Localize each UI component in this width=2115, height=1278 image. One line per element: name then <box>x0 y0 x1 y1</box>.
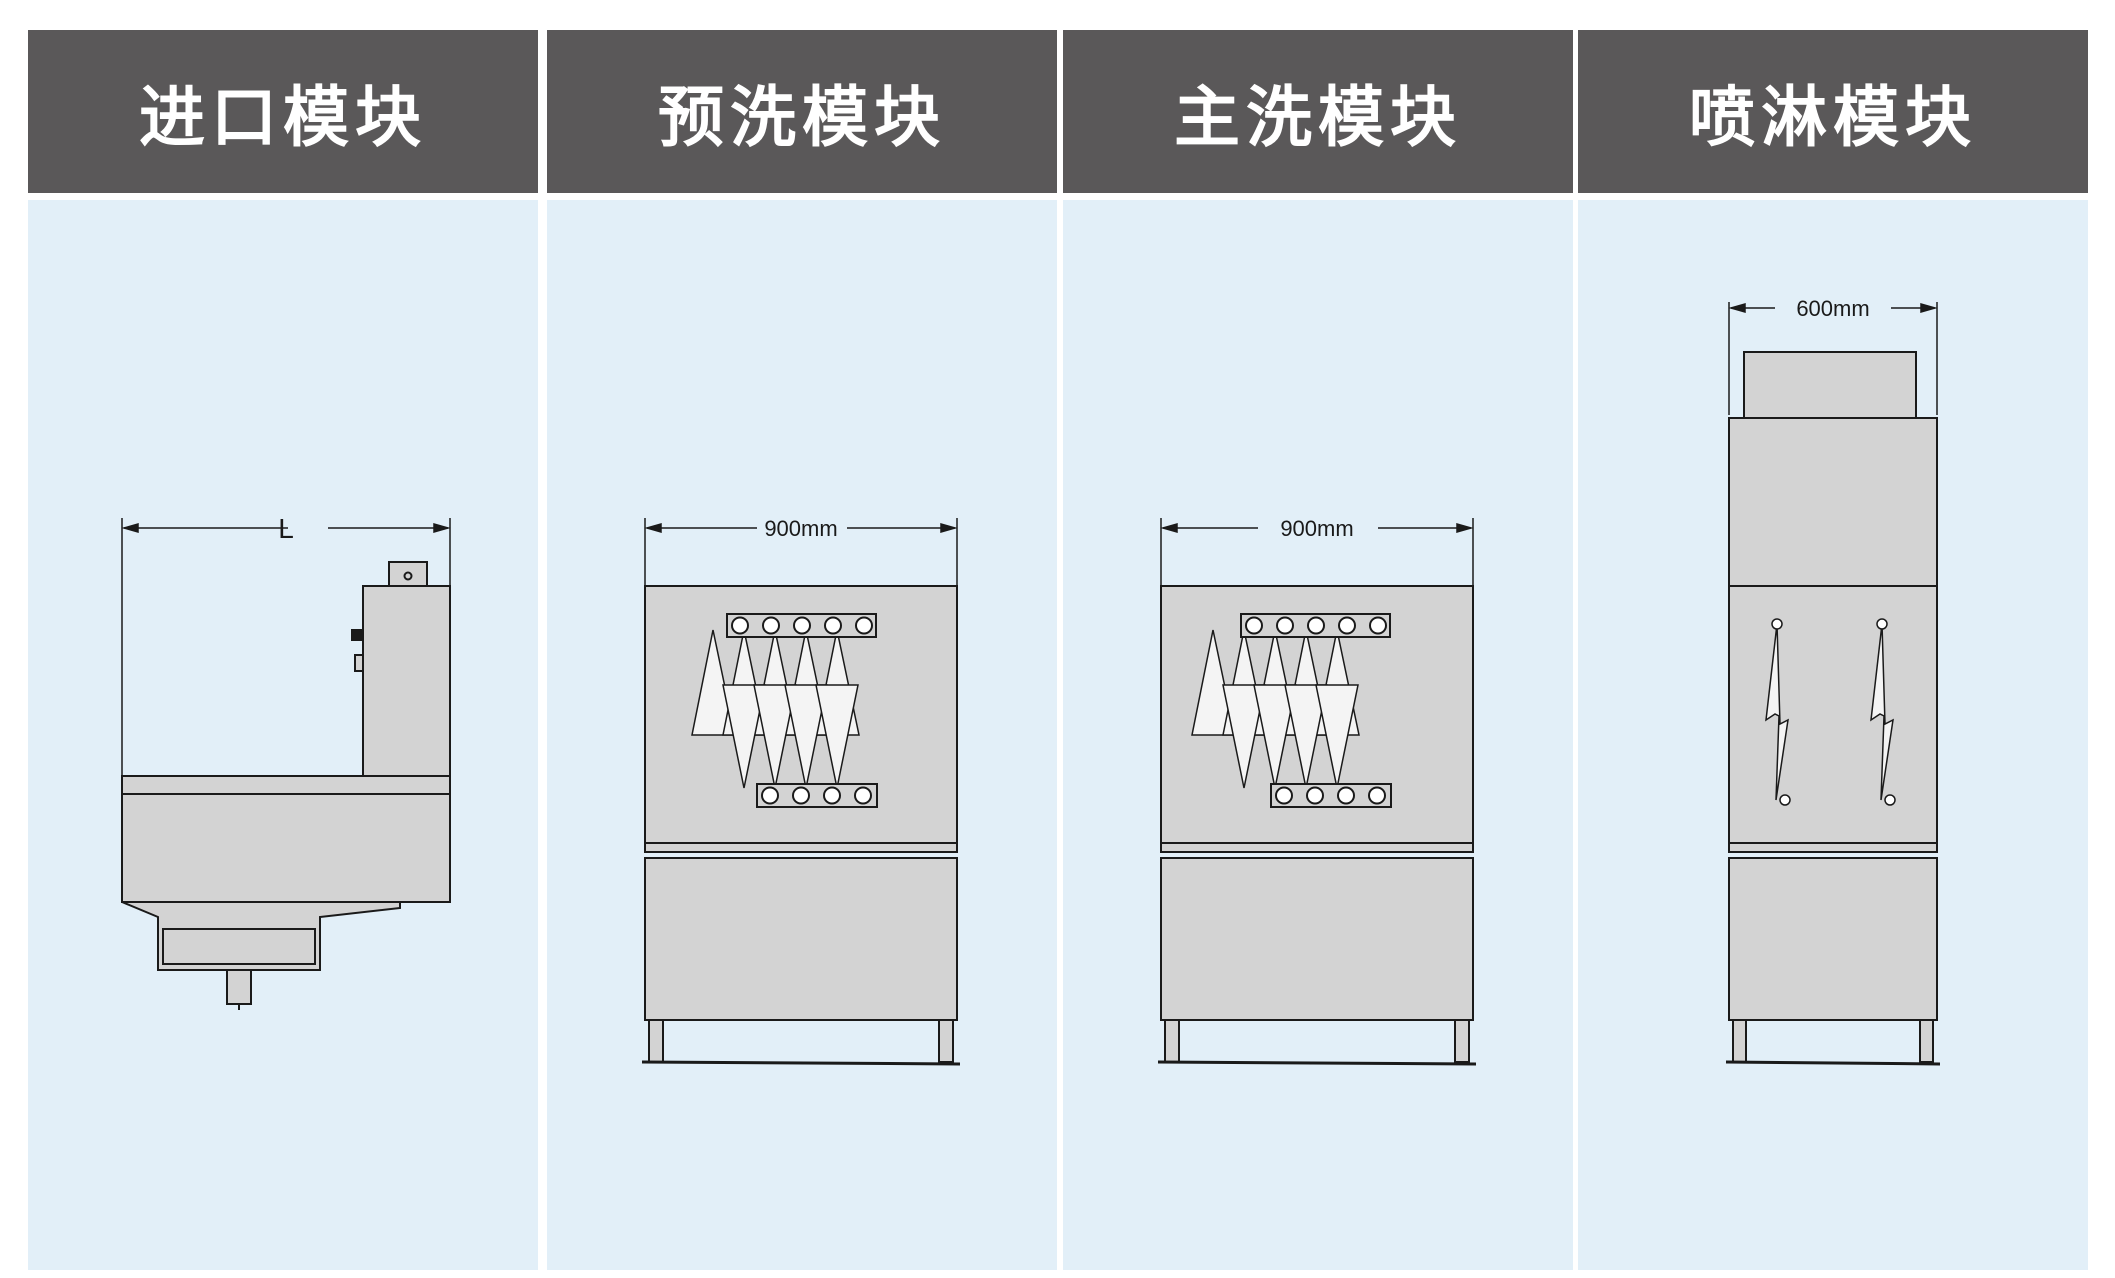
inlet-module-drawing: L <box>121 513 451 1010</box>
dimension-label: 900mm <box>1280 516 1353 541</box>
module-drawing-panel: 600mm <box>1578 200 2088 1270</box>
rinse-spray-right <box>1870 618 1896 806</box>
module-mainwash: 主洗模块 900mm <box>1063 30 1573 1270</box>
inlet-machine <box>121 561 451 1010</box>
dimension-line <box>121 518 451 780</box>
dimension-label: L <box>278 513 294 544</box>
prewash-module-drawing: 900mm <box>641 516 961 1066</box>
dimension-label: 600mm <box>1796 296 1869 321</box>
spray-bar-upper <box>1240 613 1391 638</box>
module-title: 喷淋模块 <box>1578 30 2088 193</box>
module-title: 预洗模块 <box>547 30 1057 193</box>
spray-bar-upper <box>726 613 877 638</box>
module-rinse: 喷淋模块 600mm <box>1578 30 2088 1270</box>
rinse-spray-left <box>1765 618 1791 806</box>
mainwash-module-drawing: 900mm <box>1157 516 1477 1066</box>
mainwash-machine <box>1157 585 1477 1066</box>
spray-pattern <box>691 629 860 789</box>
dimension-line <box>644 518 958 586</box>
module-drawing-panel: 900mm <box>1063 200 1573 1270</box>
dimension-line <box>1728 302 1938 415</box>
module-title: 进口模块 <box>28 30 538 193</box>
module-prewash: 预洗模块 900mm <box>547 30 1057 1270</box>
module-inlet: 进口模块 L <box>28 30 538 1270</box>
dimension-label: 900mm <box>764 516 837 541</box>
module-title: 主洗模块 <box>1063 30 1573 193</box>
dimension-line <box>1160 518 1474 586</box>
rinse-machine <box>1725 351 1941 1066</box>
spray-bar-lower <box>756 783 878 808</box>
module-drawing-panel: L <box>28 200 538 1270</box>
rinse-module-drawing: 600mm <box>1725 296 1941 1066</box>
module-drawing-panel: 900mm <box>547 200 1057 1270</box>
spray-bar-lower <box>1270 783 1392 808</box>
spray-pattern <box>1191 629 1360 789</box>
